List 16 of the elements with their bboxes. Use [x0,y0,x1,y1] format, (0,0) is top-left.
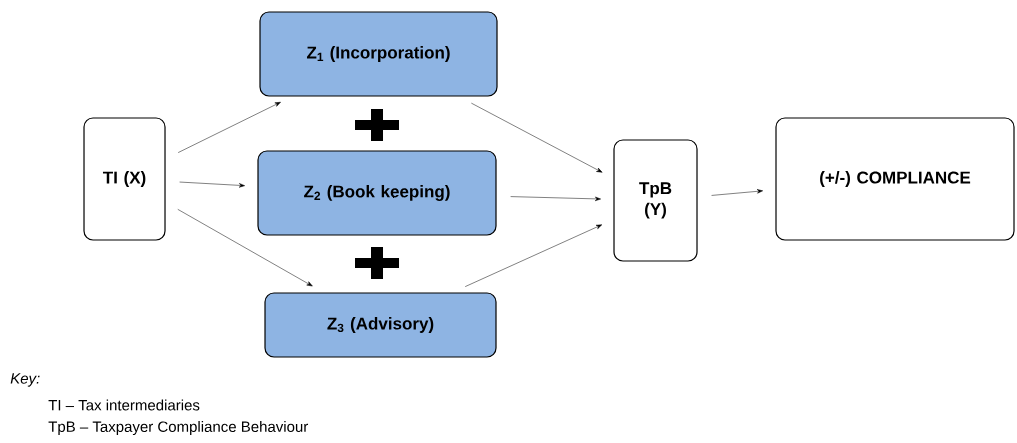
arrow [464,224,603,287]
variable-box: TpB (Y) [613,139,698,262]
arrow [510,196,601,202]
key-entry: TI – Tax intermediaries [48,399,200,411]
process-box: Z$_{2}$ (Book keeping) [257,150,497,236]
key-entry: TpB – Taxpayer Compliance Behaviour [48,421,309,435]
variable-box: TI (X) [83,117,166,241]
arrow [471,102,603,173]
key-heading: Key: [10,373,40,387]
arrow [177,209,313,287]
arrow [711,189,763,196]
process-box: Z$_{3}$ (Advisory) [264,292,497,358]
arrow [179,181,245,188]
variable-box: (+/-) COMPLIANCE [775,117,1015,241]
arrow [177,101,281,153]
process-box: Z$_{1}$ (Incorporation) [259,11,498,97]
